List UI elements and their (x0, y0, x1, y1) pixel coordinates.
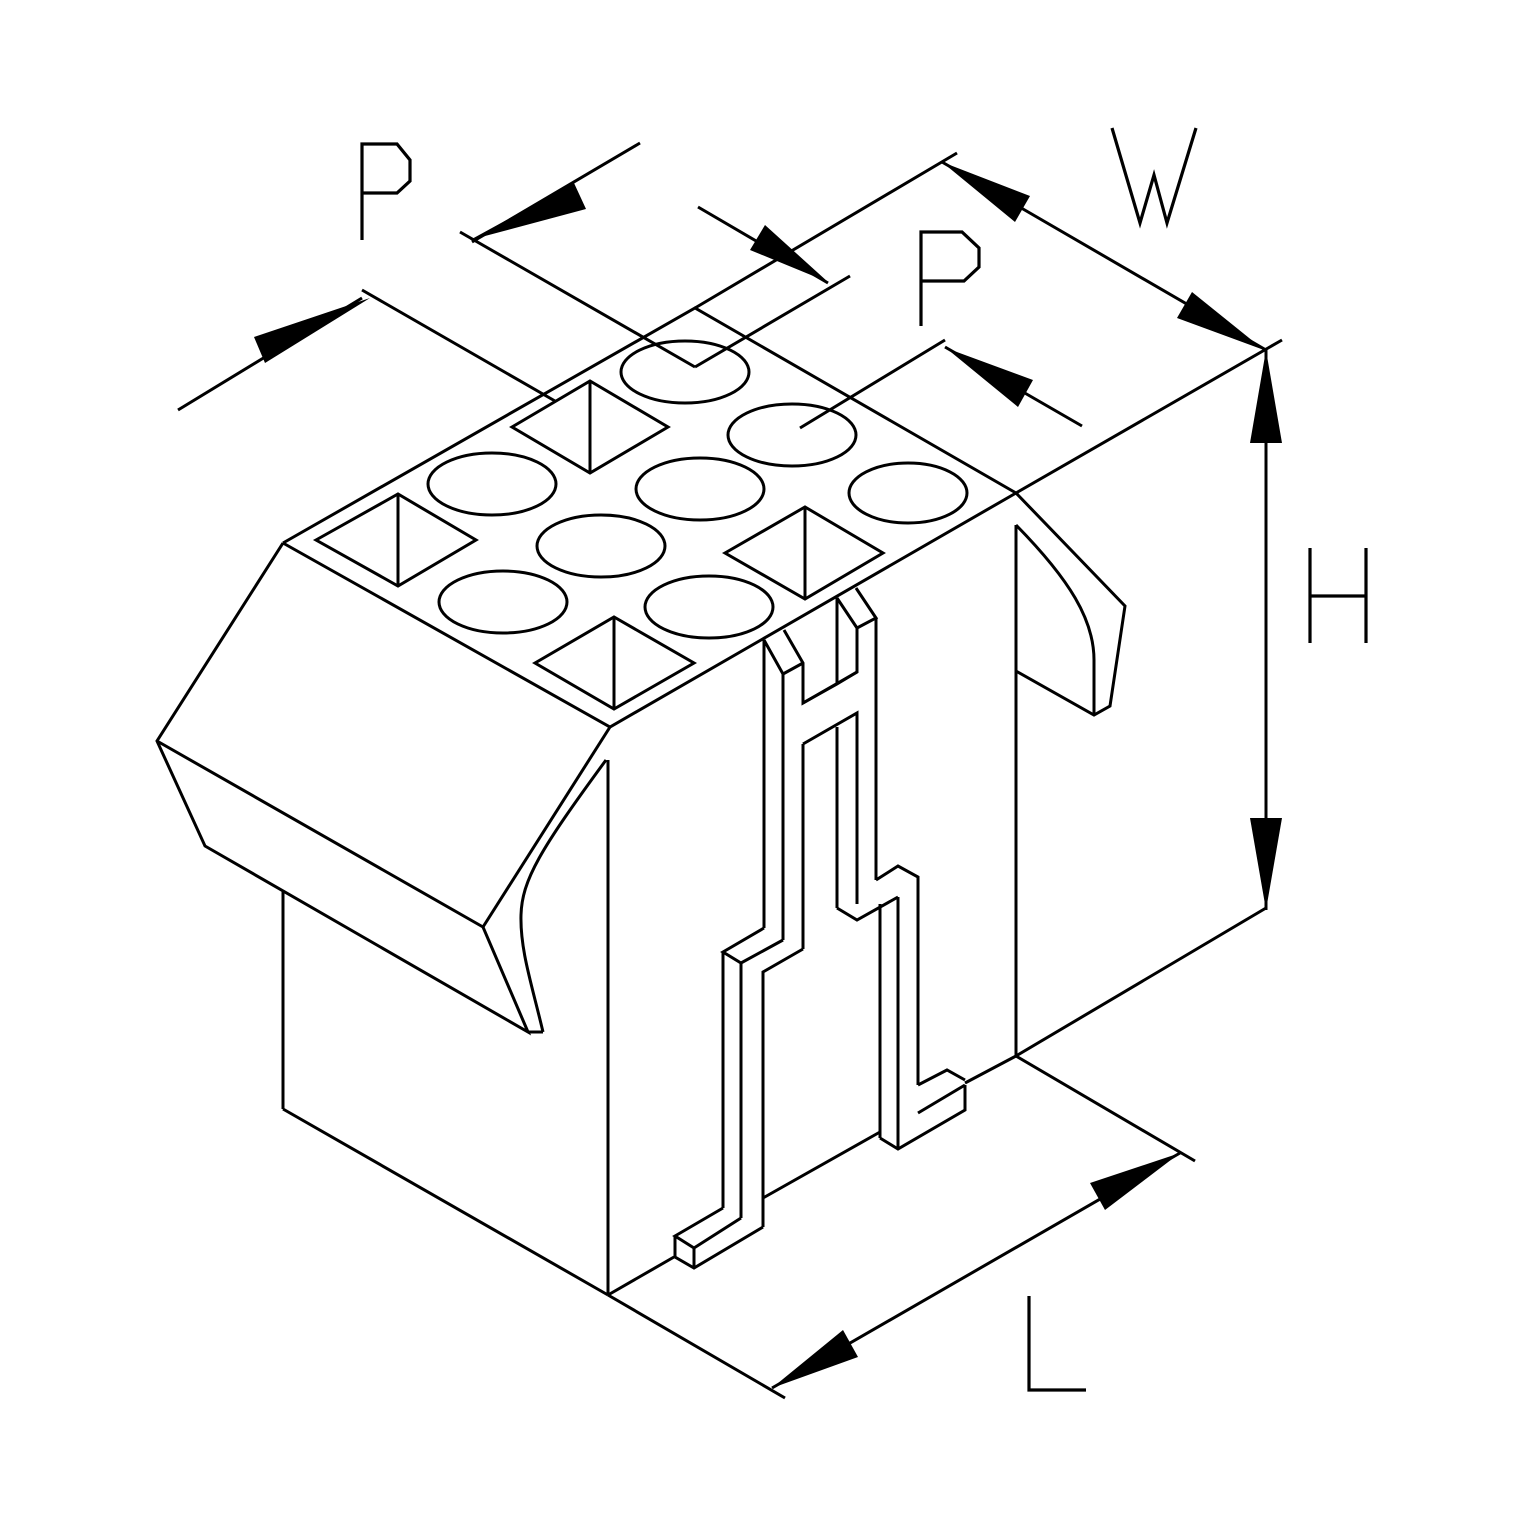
label-h (1308, 548, 1368, 643)
label-l (1027, 1296, 1086, 1392)
arrowhead-icon (942, 162, 1030, 222)
round-cavity (643, 574, 775, 640)
side-wall (607, 525, 1267, 1297)
label-p-1 (360, 142, 412, 240)
square-cavity (509, 379, 671, 475)
round-cavity (619, 339, 751, 405)
arrowhead-icon (470, 183, 586, 240)
arrowhead-icon (1177, 292, 1264, 350)
dimension-p-row (177, 141, 696, 412)
square-cavity (721, 505, 886, 601)
round-cavity (726, 402, 858, 468)
cavity-grid (312, 339, 969, 711)
arrowhead-icon (946, 348, 1033, 407)
square-cavity (312, 492, 479, 588)
arrowhead-icon (1250, 818, 1282, 910)
round-cavity (847, 461, 969, 525)
terminal-slot (672, 587, 967, 1270)
round-cavity (535, 513, 667, 579)
arrowhead-icon (1090, 1153, 1180, 1210)
round-cavity (426, 451, 558, 517)
front-wall (281, 760, 610, 1297)
label-p-2 (919, 230, 981, 326)
round-cavity (634, 456, 766, 522)
arrowhead-icon (254, 298, 370, 363)
square-cavity (532, 615, 698, 711)
round-cavity (437, 569, 569, 635)
dimension-w (694, 127, 1283, 495)
right-latch (1014, 491, 1127, 717)
dimension-l (607, 1054, 1196, 1400)
dimension-p-col (694, 205, 1083, 430)
dimension-h (1250, 350, 1368, 910)
left-latch (155, 542, 612, 1036)
top-face (282, 306, 1020, 729)
label-w (1110, 127, 1198, 229)
arrowhead-icon (1250, 350, 1282, 443)
arrowhead-icon (772, 1330, 858, 1388)
